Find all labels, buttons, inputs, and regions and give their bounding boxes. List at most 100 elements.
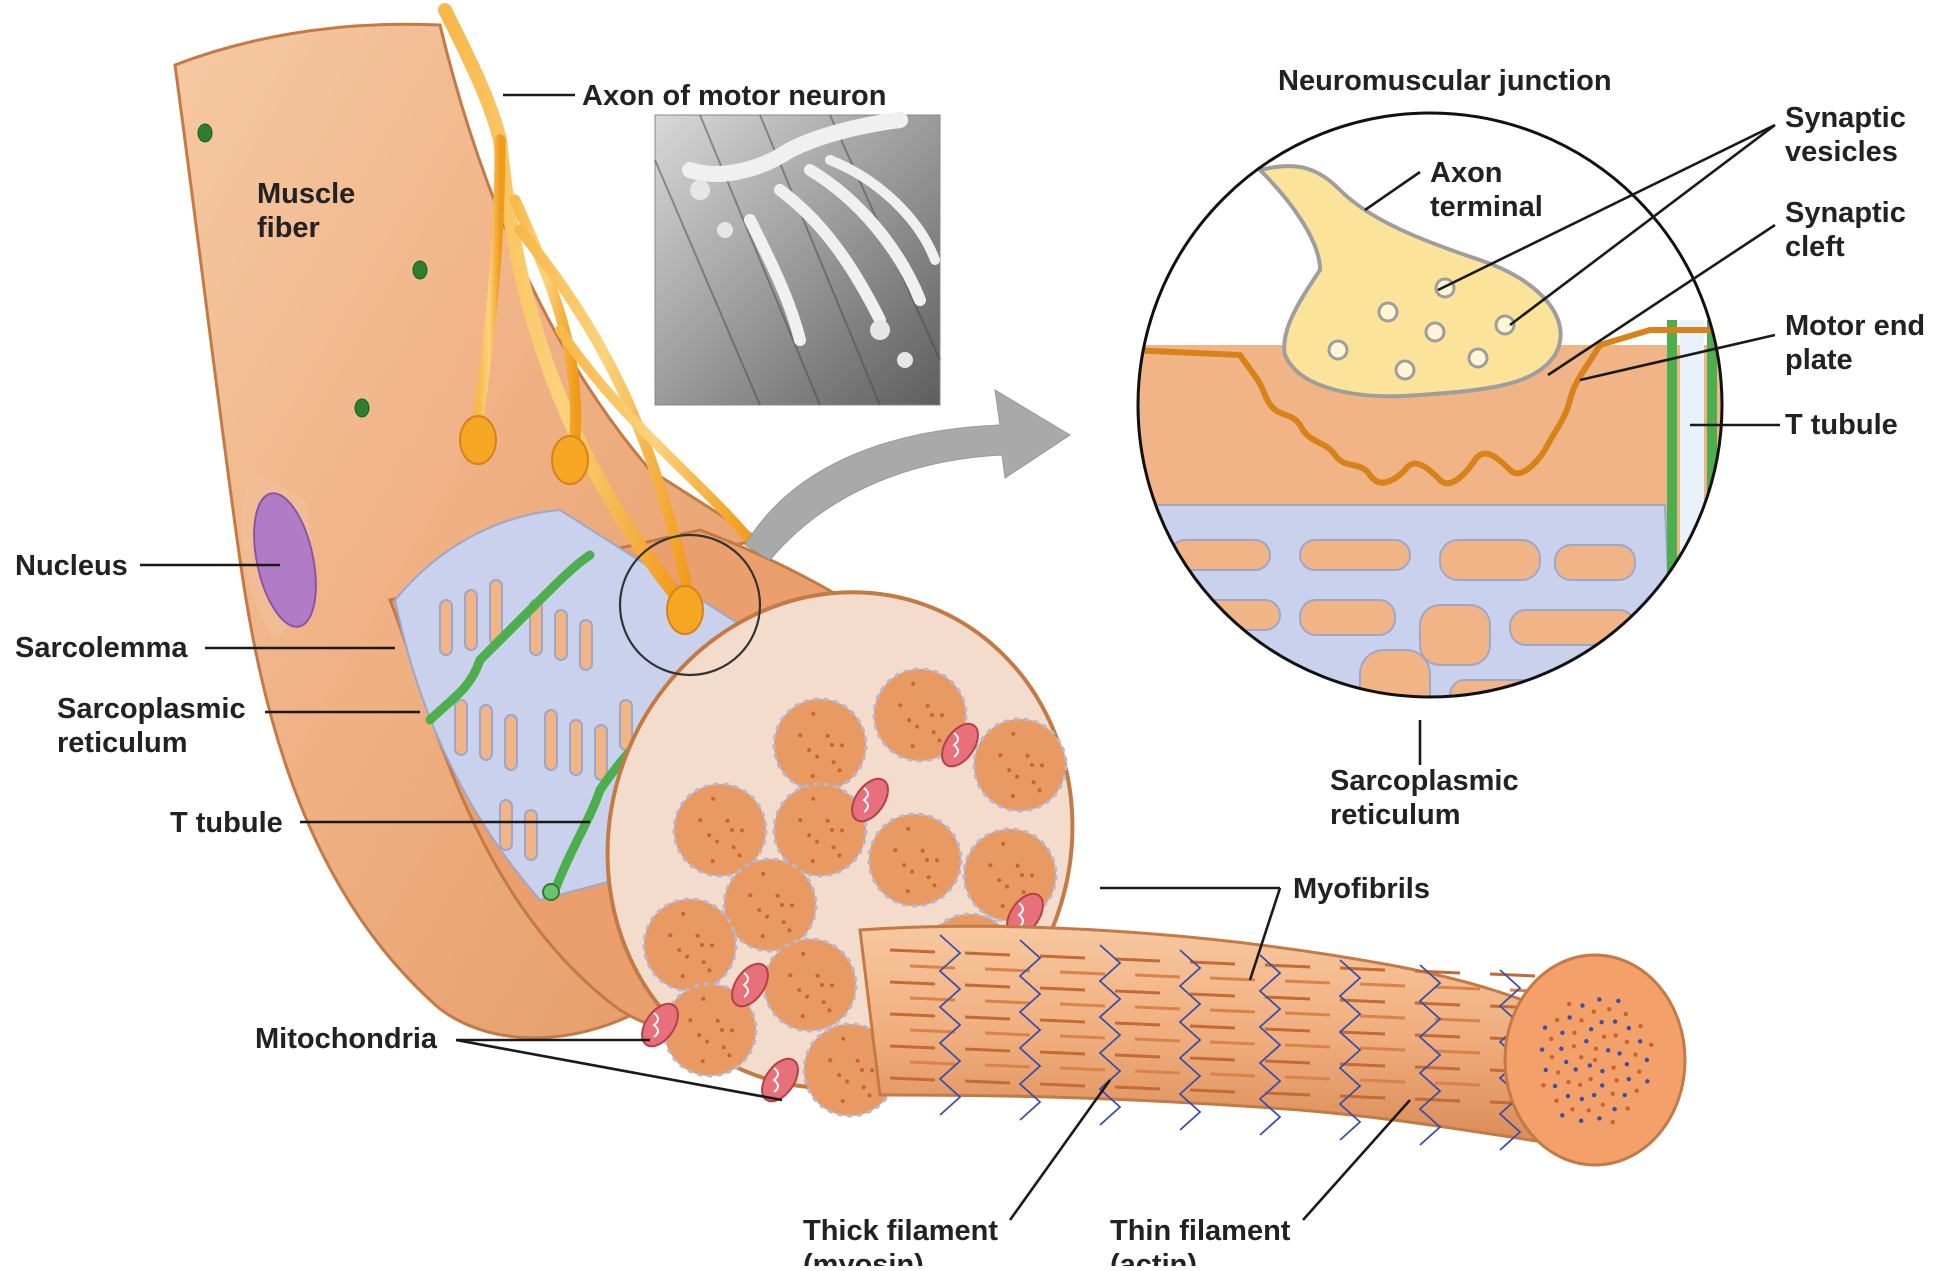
filament: [1265, 1061, 1310, 1063]
synaptic-vesicle: [1396, 361, 1414, 379]
filament: [1265, 1093, 1310, 1095]
myofibril-longitudinal: [860, 926, 1685, 1165]
filament: [985, 969, 1030, 971]
end-dot: [1606, 1048, 1610, 1052]
end-dot: [1627, 1077, 1631, 1081]
end-dot: [1613, 1033, 1617, 1037]
end-dot: [1541, 1083, 1545, 1087]
zoom-arrow: [745, 390, 1070, 560]
end-dot: [1580, 1003, 1584, 1007]
end-dot: [1556, 1070, 1560, 1074]
end-dot: [1611, 1092, 1615, 1096]
filament: [1285, 1045, 1330, 1047]
label-neuromuscular-junction: Neuromuscular junction: [1278, 65, 1612, 97]
end-dot: [1600, 1083, 1604, 1087]
synaptic-vesicle: [1329, 341, 1347, 359]
end-dot: [1624, 1012, 1628, 1016]
filament: [890, 982, 935, 984]
filament: [965, 985, 1010, 987]
label-motor-end-plate-line1: Motor end: [1785, 310, 1925, 342]
filament: [1115, 1023, 1160, 1025]
end-dot: [1627, 1026, 1631, 1030]
label-muscle-fiber-line1: Muscle: [257, 178, 355, 210]
filament: [890, 1014, 935, 1016]
label-axon-terminal-line1: Axon: [1430, 157, 1503, 189]
filament: [1060, 972, 1105, 974]
filament: [1265, 997, 1310, 999]
end-dot: [1580, 1097, 1584, 1101]
filament: [1435, 987, 1480, 989]
end-dot: [1625, 1062, 1629, 1066]
filament: [1490, 974, 1535, 976]
end-dot: [1613, 1019, 1617, 1023]
end-dot: [1588, 1063, 1592, 1067]
filament: [1190, 1026, 1235, 1028]
end-dot: [1607, 1007, 1611, 1011]
end-dot: [1634, 1088, 1638, 1092]
end-dot: [1617, 1051, 1621, 1055]
end-dot: [1554, 1099, 1558, 1103]
filament: [1135, 975, 1180, 977]
end-dot: [1623, 1093, 1627, 1097]
label-synaptic-cleft-line1: Synaptic: [1785, 197, 1906, 229]
end-dot: [1588, 1077, 1592, 1081]
filament: [1265, 1029, 1310, 1031]
end-dot: [1638, 1039, 1642, 1043]
filament: [910, 1030, 955, 1032]
filament: [890, 950, 935, 952]
end-dot: [1625, 1040, 1629, 1044]
filament: [1040, 956, 1085, 958]
filament: [910, 966, 955, 968]
filament: [1040, 1020, 1085, 1022]
end-dot: [1637, 1070, 1641, 1074]
filament: [1135, 1039, 1180, 1041]
label-synaptic-vesicles-line1: Synaptic: [1785, 102, 1906, 134]
label-sarcolemma: Sarcolemma: [15, 632, 188, 664]
filament: [1115, 1087, 1160, 1089]
end-dot: [1645, 1079, 1649, 1083]
label-thin-filament-line1: Thin filament: [1110, 1215, 1291, 1247]
end-dot: [1560, 1031, 1564, 1035]
end-dot: [1633, 1052, 1637, 1056]
label-mitochondria: Mitochondria: [255, 1023, 438, 1055]
myofibril-tube: [860, 926, 1600, 1150]
filament: [1135, 1007, 1180, 1009]
end-dot: [1597, 1116, 1601, 1120]
label-sr-right-line2: reticulum: [1330, 799, 1461, 831]
filament: [1135, 1071, 1180, 1073]
end-dot: [1573, 1067, 1577, 1071]
label-sr-left-line2: reticulum: [57, 727, 188, 759]
filament: [1210, 1042, 1255, 1044]
label-thick-filament-line1: Thick filament: [803, 1215, 998, 1247]
label-nucleus: Nucleus: [15, 550, 128, 582]
filament: [1190, 994, 1235, 996]
myofibril-cross: [774, 699, 866, 791]
end-dot: [1567, 1002, 1571, 1006]
filament: [1190, 962, 1235, 964]
end-dot: [1579, 1018, 1583, 1022]
filament: [1190, 1058, 1235, 1060]
label-synaptic-vesicles-line2: vesicles: [1785, 136, 1898, 168]
end-dot: [1597, 997, 1601, 1001]
end-dot: [1589, 1027, 1593, 1031]
filament: [1360, 1016, 1405, 1018]
end-dot: [1560, 1113, 1564, 1117]
end-dot: [1566, 1094, 1570, 1098]
myofibril-cross: [724, 859, 816, 951]
end-dot: [1578, 1083, 1582, 1087]
end-dot: [1564, 1060, 1568, 1064]
myofibril-cross: [869, 814, 961, 906]
filament: [1285, 1013, 1330, 1015]
end-dot: [1550, 1055, 1554, 1059]
label-thick-filament-line2: (myosin): [803, 1249, 924, 1266]
end-dot: [1553, 1084, 1557, 1088]
filament: [1115, 991, 1160, 993]
end-dot: [1570, 1107, 1574, 1111]
end-dot: [1567, 1015, 1571, 1019]
label-muscle-fiber-line2: fiber: [257, 212, 320, 244]
end-dot: [1638, 1024, 1642, 1028]
filament: [1040, 988, 1085, 990]
end-dot: [1649, 1043, 1653, 1047]
